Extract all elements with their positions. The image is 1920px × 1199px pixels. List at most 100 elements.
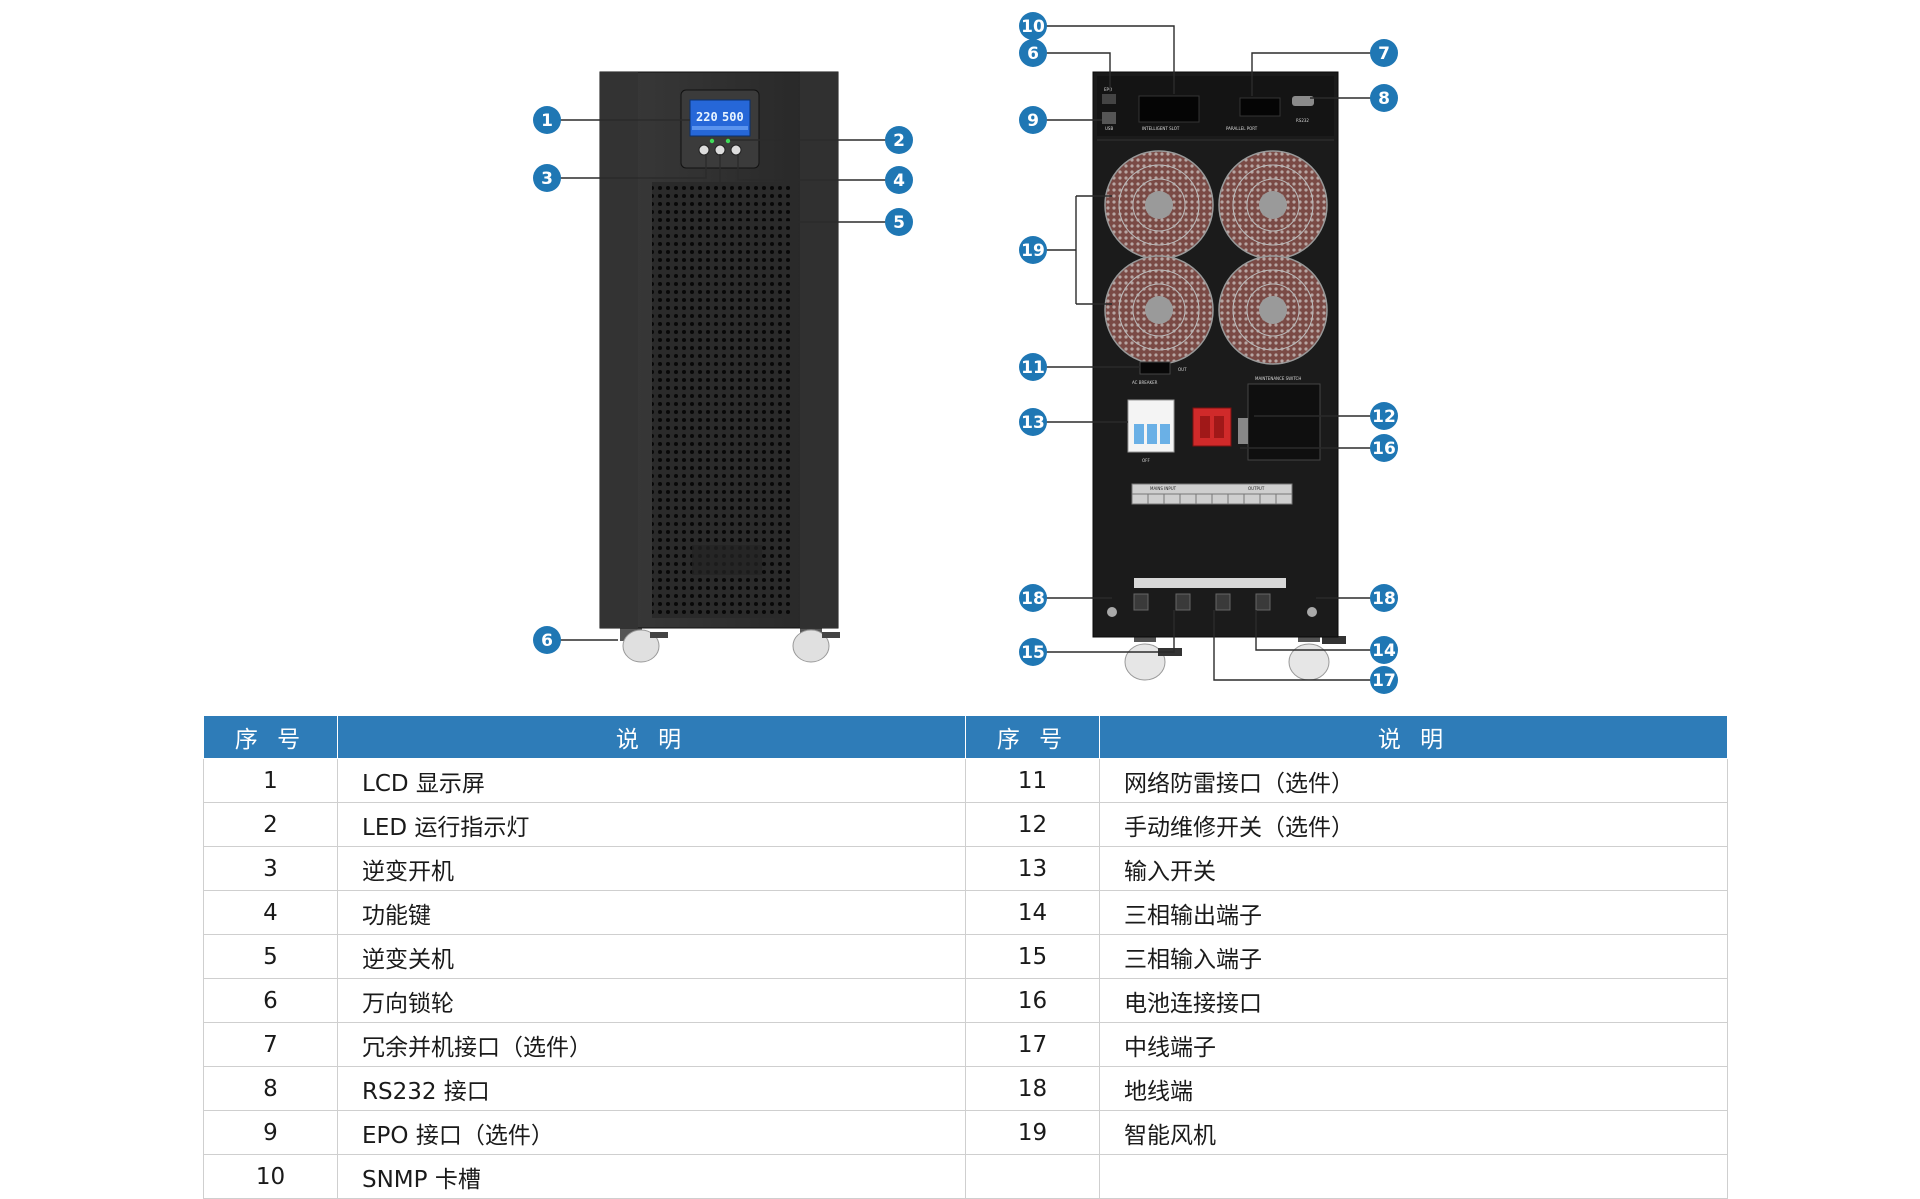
item-number: 2 <box>203 802 338 847</box>
ups-front-rear-diagram: 220 500 EPO USB INTELL <box>533 12 1398 694</box>
label-usb: USB <box>1105 126 1113 131</box>
bottom-terminals <box>1133 593 1271 611</box>
column-header-description: 说 明 <box>337 716 966 759</box>
label-ac-breaker: AC BREAKER <box>1132 380 1158 385</box>
label-intelligent-slot: INTELLIGENT SLOT <box>1142 126 1180 131</box>
function-key-button[interactable] <box>714 144 726 156</box>
breaker-pole-2 <box>1147 424 1157 444</box>
lcd-right-value: 500 <box>722 110 744 124</box>
item-number: 13 <box>965 846 1100 891</box>
table-row: 3 逆变开机 13 输入开关 <box>203 846 1728 891</box>
svg-text:13: 13 <box>1021 413 1045 433</box>
table-row: 10 SNMP 卡槽 <box>203 1154 1728 1199</box>
front-left-pillar <box>600 72 638 628</box>
column-header-number: 序 号 <box>203 716 338 759</box>
inverter-on-button[interactable] <box>698 144 710 156</box>
item-description <box>1099 1154 1728 1199</box>
callout-badge: 8 <box>1370 84 1398 112</box>
item-number: 14 <box>965 890 1100 935</box>
svg-text:18: 18 <box>1372 589 1396 609</box>
item-number: 6 <box>203 978 338 1023</box>
front-caster-left <box>620 625 668 663</box>
column-header-number: 序 号 <box>965 716 1100 759</box>
svg-text:16: 16 <box>1372 439 1396 459</box>
fan-bottom-left <box>1104 255 1214 365</box>
item-description: 中线端子 <box>1099 1022 1728 1067</box>
svg-text:11: 11 <box>1021 358 1045 378</box>
item-description: LCD 显示屏 <box>337 758 966 803</box>
item-description: 逆变关机 <box>337 934 966 979</box>
label-mains-input: MAINS INPUT <box>1150 486 1177 491</box>
callout-badge: 17 <box>1370 666 1398 694</box>
svg-text:9: 9 <box>1027 111 1039 131</box>
svg-text:5: 5 <box>893 213 905 233</box>
item-description: SNMP 卡槽 <box>337 1154 966 1199</box>
maintenance-switch <box>1238 418 1248 444</box>
item-description: 功能键 <box>337 890 966 935</box>
item-description: 地线端 <box>1099 1066 1728 1111</box>
table-row: 7 冗余并机接口（选件） 17 中线端子 <box>203 1022 1728 1067</box>
callout-badge: 14 <box>1370 636 1398 664</box>
front-right-pillar <box>800 72 838 628</box>
callout-badge: 18 <box>1019 584 1047 612</box>
intelligent-slot <box>1138 95 1200 123</box>
svg-text:10: 10 <box>1021 17 1045 37</box>
product-figure: 220 500 EPO USB INTELL <box>533 12 1398 694</box>
rear-port-panel <box>1097 76 1334 136</box>
callout-badge: 19 <box>1019 236 1047 264</box>
parallel-port <box>1239 97 1281 117</box>
callout-badge: 9 <box>1019 106 1047 134</box>
breaker-pole-3 <box>1160 424 1170 444</box>
item-description: 输入开关 <box>1099 846 1728 891</box>
fan-bottom-right <box>1218 255 1328 365</box>
ground-screw-left <box>1107 607 1117 617</box>
svg-text:6: 6 <box>541 631 553 651</box>
item-number: 3 <box>203 846 338 891</box>
item-number: 16 <box>965 978 1100 1023</box>
callout-badges: 1 2 3 4 5 6 6 7 8 9 10 11 12 13 14 15 16… <box>533 12 1398 694</box>
led-indicator <box>725 138 731 144</box>
svg-text:19: 19 <box>1021 241 1045 261</box>
svg-text:12: 12 <box>1372 407 1396 427</box>
callout-badge: 7 <box>1370 39 1398 67</box>
item-number: 7 <box>203 1022 338 1067</box>
item-description: 三相输入端子 <box>1099 934 1728 979</box>
callout-badge: 13 <box>1019 408 1047 436</box>
label-maintenance-switch: MAINTENANCE SWITCH <box>1255 376 1301 381</box>
item-description: 逆变开机 <box>337 846 966 891</box>
svg-text:18: 18 <box>1021 589 1045 609</box>
fan-top-left <box>1104 150 1214 260</box>
fan-top-right <box>1218 150 1328 260</box>
svg-text:7: 7 <box>1378 44 1390 64</box>
inverter-off-button[interactable] <box>730 144 742 156</box>
column-header-description: 说 明 <box>1099 716 1728 759</box>
ups-rear-view: EPO USB INTELLIGENT SLOT PARALLEL PORT R… <box>1092 71 1346 681</box>
table-row: 1 LCD 显示屏 11 网络防雷接口（选件） <box>203 758 1728 803</box>
label-parallel-port: PARALLEL PORT <box>1226 126 1258 131</box>
svg-text:6: 6 <box>1027 44 1039 64</box>
item-number: 5 <box>203 934 338 979</box>
label-epo: EPO <box>1104 87 1112 92</box>
item-number: 1 <box>203 758 338 803</box>
item-description: LED 运行指示灯 <box>337 802 966 847</box>
svg-text:14: 14 <box>1372 641 1396 661</box>
item-number: 15 <box>965 934 1100 979</box>
item-number: 8 <box>203 1066 338 1111</box>
svg-text:8: 8 <box>1378 89 1390 109</box>
callout-badge: 18 <box>1370 584 1398 612</box>
item-number: 12 <box>965 802 1100 847</box>
callout-badge: 11 <box>1019 353 1047 381</box>
callout-badge: 3 <box>533 164 561 192</box>
network-surge-port <box>1139 361 1171 375</box>
lcd-left-value: 220 <box>696 110 718 124</box>
table-header-row: 序 号 说 明 序 号 说 明 <box>203 716 1728 759</box>
callout-badge: 16 <box>1370 434 1398 462</box>
table-row: 4 功能键 14 三相输出端子 <box>203 890 1728 935</box>
item-number: 4 <box>203 890 338 935</box>
table-row: 9 EPO 接口（选件） 19 智能风机 <box>203 1110 1728 1155</box>
item-description: 网络防雷接口（选件） <box>1099 758 1728 803</box>
epo-port <box>1102 94 1116 104</box>
ups-front-view: 220 500 <box>599 71 840 663</box>
svg-text:15: 15 <box>1021 643 1045 663</box>
item-number: 17 <box>965 1022 1100 1067</box>
